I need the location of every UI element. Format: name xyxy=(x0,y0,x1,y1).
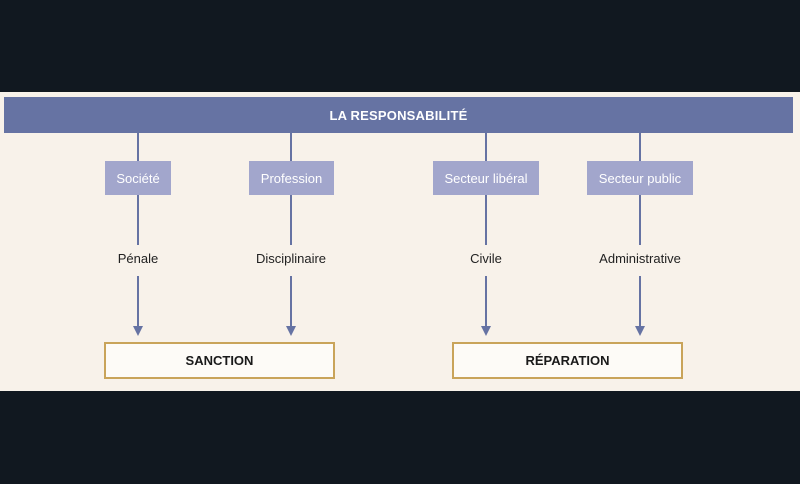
arrow-down-icon xyxy=(635,326,645,336)
connector xyxy=(290,133,292,161)
category-box-secteur-liberal: Secteur libéral xyxy=(433,161,539,195)
connector xyxy=(290,195,292,245)
arrow-shaft xyxy=(290,276,292,326)
connector xyxy=(137,195,139,245)
type-label-penale: Pénale xyxy=(117,251,159,266)
connector xyxy=(485,195,487,245)
connector xyxy=(137,133,139,161)
arrow-down-icon xyxy=(481,326,491,336)
category-box-secteur-public: Secteur public xyxy=(587,161,693,195)
diagram-panel xyxy=(0,92,800,391)
arrow-shaft xyxy=(485,276,487,326)
title-bar: LA RESPONSABILITÉ xyxy=(4,97,793,133)
arrow-down-icon xyxy=(133,326,143,336)
outcome-reparation: RÉPARATION xyxy=(452,342,683,379)
connector xyxy=(639,133,641,161)
type-label-administrative: Administrative xyxy=(599,251,681,266)
arrow-down-icon xyxy=(286,326,296,336)
connector xyxy=(485,133,487,161)
arrow-shaft xyxy=(639,276,641,326)
connector xyxy=(639,195,641,245)
type-label-civile: Civile xyxy=(470,251,502,266)
arrow-shaft xyxy=(137,276,139,326)
type-label-disciplinaire: Disciplinaire xyxy=(255,251,327,266)
outcome-sanction: SANCTION xyxy=(104,342,335,379)
category-box-profession: Profession xyxy=(249,161,334,195)
category-box-societe: Société xyxy=(105,161,171,195)
